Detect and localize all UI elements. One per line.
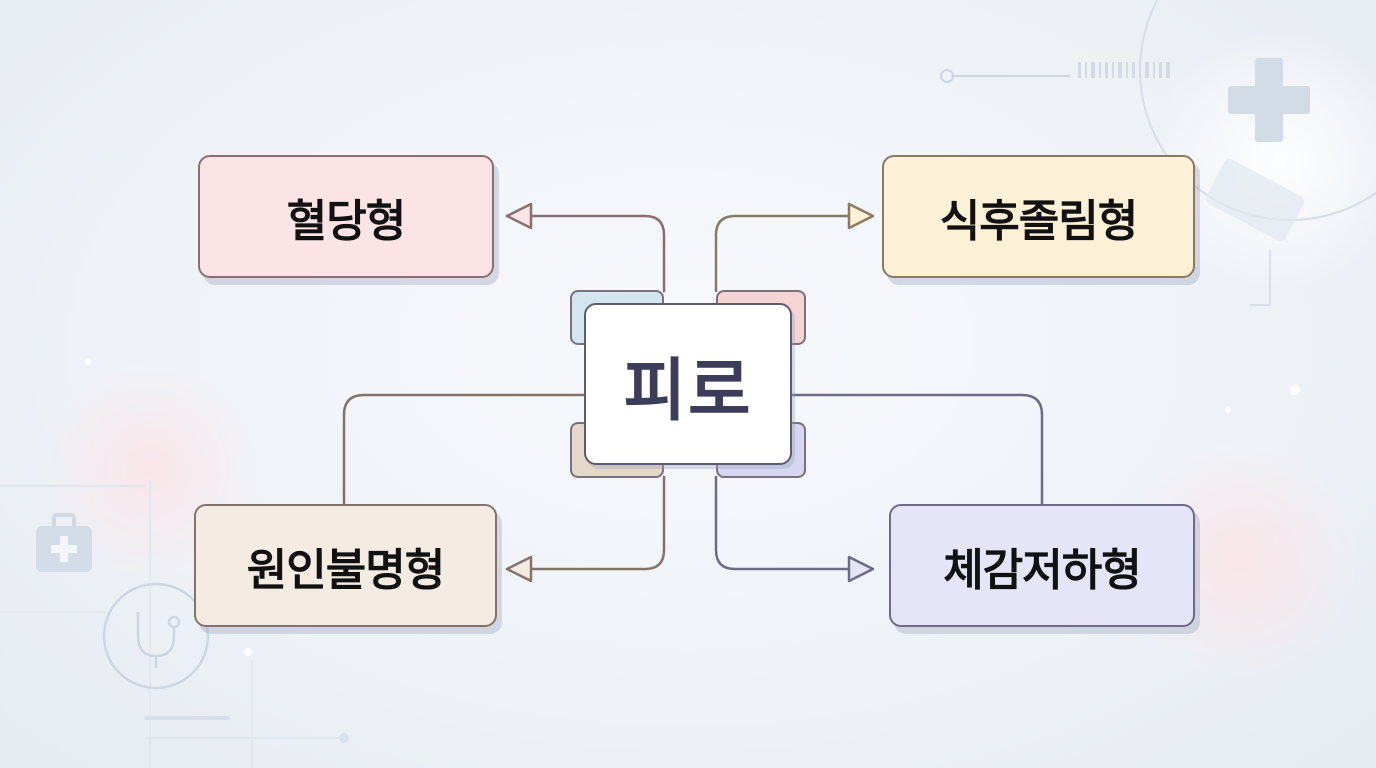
arrowhead-top-left bbox=[505, 202, 533, 230]
branch-node-bottom-right: 체감저하형 bbox=[889, 504, 1195, 627]
first-aid-kit-icon bbox=[36, 513, 92, 572]
center-node-label: 피로 bbox=[623, 351, 753, 431]
branch-node-top-right: 식후졸림형 bbox=[882, 155, 1195, 278]
center-node: 피로 bbox=[584, 303, 792, 465]
arrowhead-bottom-left bbox=[505, 555, 533, 583]
branch-label-bottom-left: 원인불명형 bbox=[246, 544, 445, 596]
medical-cross-icon bbox=[1228, 58, 1310, 142]
connector-bottom-left bbox=[525, 476, 666, 571]
branch-label-top-left: 혈당형 bbox=[286, 195, 406, 247]
connector-bottom-right-upper bbox=[792, 393, 1044, 504]
branch-node-top-left: 혈당형 bbox=[198, 155, 494, 278]
arrowhead-bottom-right bbox=[847, 555, 875, 583]
connector-bottom-left-upper bbox=[342, 393, 584, 504]
branch-label-bottom-right: 체감저하형 bbox=[943, 544, 1141, 596]
arrowhead-top-right bbox=[847, 202, 875, 230]
barcode-decor bbox=[1078, 62, 1170, 78]
connector-top-right bbox=[714, 214, 855, 292]
branch-label-top-right: 식후졸림형 bbox=[939, 195, 1138, 247]
connector-top-left bbox=[525, 214, 666, 292]
connector-bottom-right bbox=[714, 476, 855, 571]
branch-node-bottom-left: 원인불명형 bbox=[194, 504, 497, 627]
stethoscope-icon bbox=[102, 582, 210, 690]
